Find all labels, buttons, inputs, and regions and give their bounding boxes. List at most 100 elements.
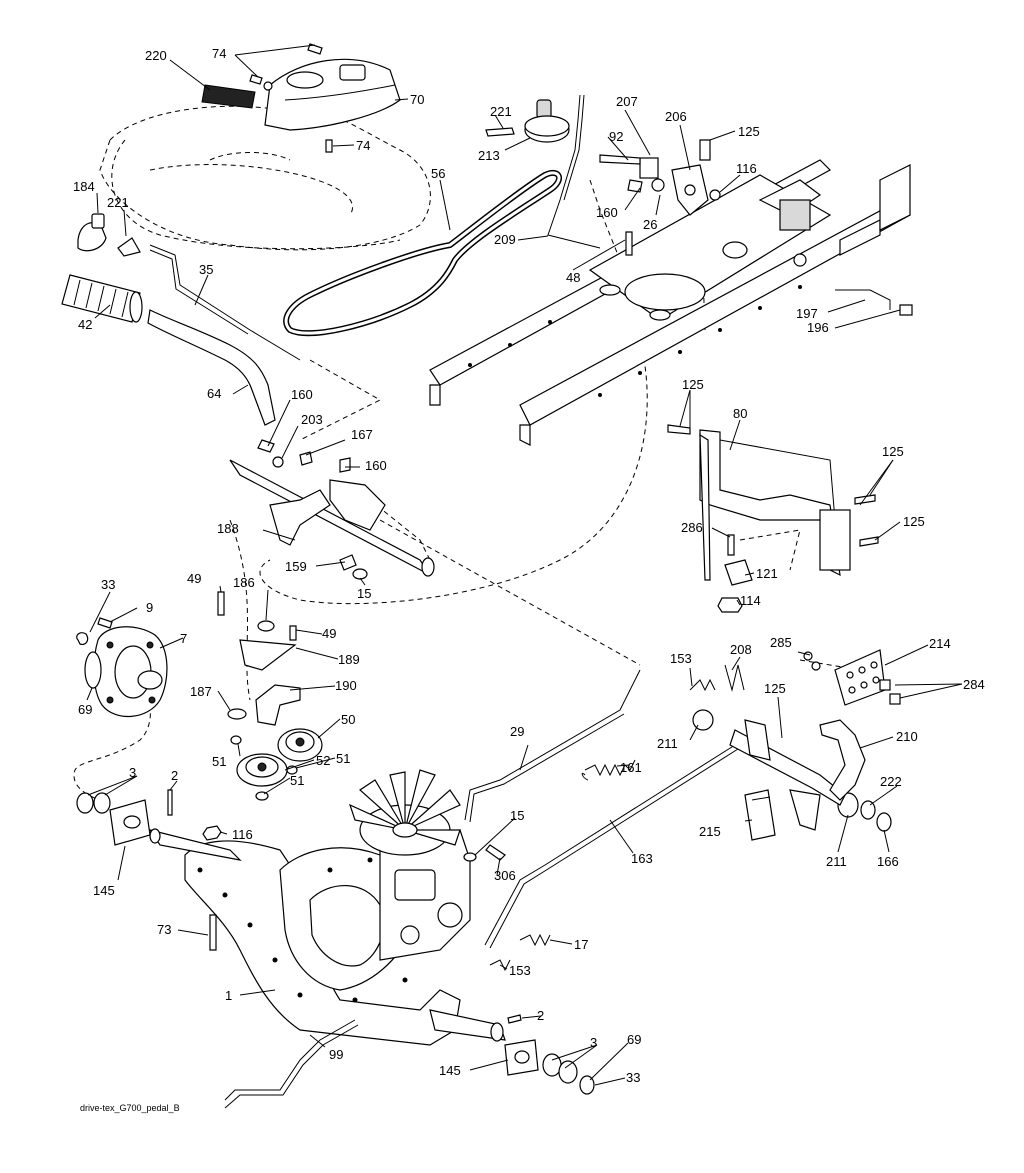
part-plate-189	[217, 591, 297, 671]
part-rod-29	[464, 669, 641, 823]
part-pad-215	[744, 789, 892, 841]
part-knob-184	[77, 213, 107, 252]
label-125: 125	[882, 444, 904, 459]
label-196: 196	[807, 320, 829, 335]
part-fan	[348, 769, 461, 856]
label-74: 74	[356, 138, 370, 153]
part-pedal-arm-210	[729, 719, 866, 831]
label-209: 209	[494, 232, 516, 247]
label-92: 92	[609, 129, 623, 144]
label-15: 15	[357, 586, 371, 601]
part-hub-7	[76, 617, 168, 718]
label-80: 80	[733, 406, 747, 421]
label-35: 35	[199, 262, 213, 277]
label-153: 153	[509, 963, 531, 978]
label-125: 125	[682, 377, 704, 392]
hood-outline	[99, 105, 431, 251]
part-clip-221	[117, 237, 141, 257]
label-160: 160	[291, 387, 313, 402]
label-17: 17	[574, 937, 588, 952]
label-7: 7	[180, 631, 187, 646]
label-306: 306	[494, 868, 516, 883]
label-213: 213	[478, 148, 500, 163]
label-207: 207	[616, 94, 638, 109]
label-51: 51	[212, 754, 226, 769]
label-215: 215	[699, 824, 721, 839]
label-69: 69	[78, 702, 92, 717]
label-116: 116	[736, 161, 757, 176]
label-160: 160	[596, 205, 618, 220]
label-167: 167	[351, 427, 373, 442]
label-116: 116	[232, 827, 253, 842]
label-2: 2	[537, 1008, 544, 1023]
label-56: 56	[431, 166, 445, 181]
part-transmission-1	[148, 828, 506, 1046]
label-50: 50	[341, 712, 355, 727]
part-rod-99	[224, 1019, 359, 1109]
label-220: 220	[145, 48, 167, 63]
label-163: 163	[631, 851, 653, 866]
label-145: 145	[439, 1063, 461, 1078]
leader-lines	[86, 44, 963, 1086]
label-222: 222	[880, 774, 902, 789]
label-211: 211	[657, 736, 678, 751]
label-74: 74	[212, 46, 226, 61]
part-bracket-206	[599, 139, 721, 256]
part-bracket-121	[717, 534, 753, 613]
part-springs-208	[689, 664, 859, 818]
label-189: 189	[338, 652, 360, 667]
label-49: 49	[322, 626, 336, 641]
part-pedal-pad-214	[803, 649, 901, 706]
label-221: 221	[107, 195, 129, 210]
diagram-caption: drive-tex_G700_pedal_B	[80, 1103, 180, 1113]
label-197: 197	[796, 306, 818, 321]
label-51: 51	[290, 773, 304, 788]
dashed-connectors	[73, 139, 861, 801]
part-rod-209	[547, 94, 601, 249]
part-pulleys-50-52	[227, 684, 323, 801]
label-203: 203	[301, 412, 323, 427]
label-33: 33	[101, 577, 115, 592]
label-52: 52	[316, 753, 330, 768]
part-rod-197	[835, 289, 913, 316]
label-286: 286	[681, 520, 703, 535]
label-284: 284	[963, 677, 985, 692]
label-33: 33	[626, 1070, 640, 1085]
label-187: 187	[190, 684, 212, 699]
part-clips-306-17	[463, 844, 551, 972]
label-206: 206	[665, 109, 687, 124]
label-145: 145	[93, 883, 115, 898]
part-cover-70	[264, 58, 401, 131]
label-188: 188	[217, 521, 239, 536]
label-153: 153	[670, 651, 692, 666]
part-spring-161	[581, 759, 636, 781]
label-15: 15	[510, 808, 524, 823]
part-knob-213	[485, 99, 570, 143]
label-221: 221	[490, 104, 512, 119]
label-70: 70	[410, 92, 424, 107]
part-plate-80	[667, 424, 879, 581]
part-belt-56	[283, 169, 562, 337]
label-1: 1	[225, 988, 232, 1003]
label-125: 125	[764, 681, 786, 696]
label-49: 49	[187, 571, 201, 586]
label-214: 214	[929, 636, 951, 651]
label-125: 125	[738, 124, 760, 139]
label-186: 186	[233, 575, 255, 590]
bolts-74	[249, 43, 333, 153]
label-159: 159	[285, 559, 307, 574]
label-69: 69	[627, 1032, 641, 1047]
label-73: 73	[157, 922, 171, 937]
label-211: 211	[826, 854, 847, 869]
label-285: 285	[770, 635, 792, 650]
part-grip-42	[61, 274, 143, 323]
label-2: 2	[171, 768, 178, 783]
part-brackets-145	[76, 789, 595, 1095]
label-161: 161	[620, 760, 642, 775]
label-51: 51	[336, 751, 350, 766]
label-99: 99	[329, 1047, 343, 1062]
label-210: 210	[896, 729, 918, 744]
label-3: 3	[590, 1035, 597, 1050]
label-26: 26	[643, 217, 657, 232]
